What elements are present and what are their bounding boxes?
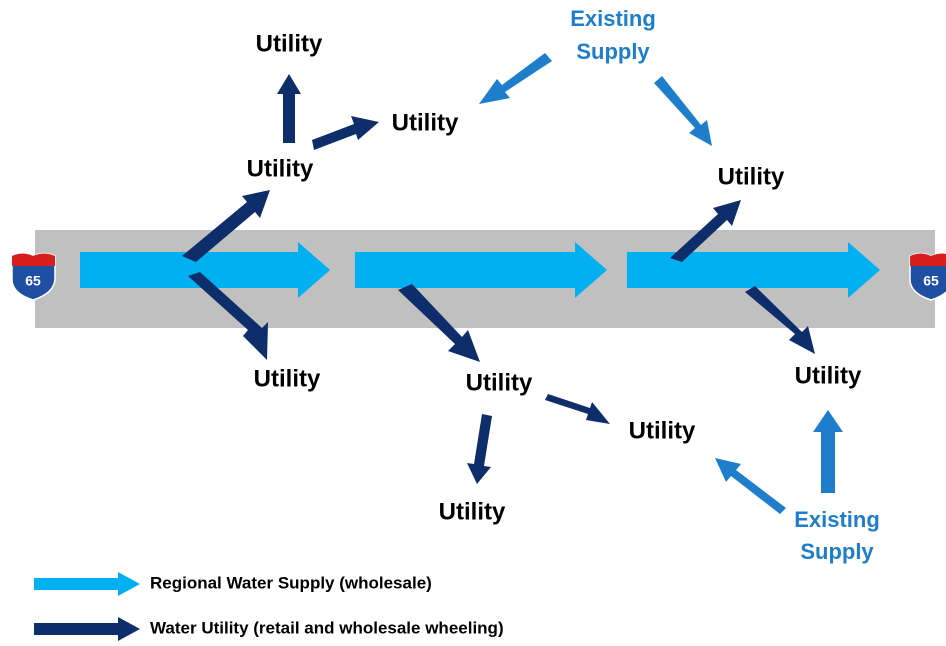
legend-utility-arrow-icon [34,617,140,641]
utility-arrow-left-mid-to-center-top [312,116,379,150]
utility-arrow-center-bottom-to-right-mid [545,394,610,424]
regional-supply-arrow-3 [627,242,880,298]
legend-regional-arrow-icon [34,572,140,596]
interstate-shield-right-icon: 65 [909,252,946,301]
utility-label-center-far-bottom: Utility [439,498,506,525]
regional-supply-arrow-2 [355,242,607,298]
existing-supply-top-line2: Supply [576,39,650,64]
utility-arrow-corridor-to-right-top [670,200,741,262]
utility-arrow-left-mid-to-top-left [277,74,301,143]
interstate-shield-left-icon: 65 [11,252,56,301]
existing-supply-arrow-bottom-to-mid [715,458,786,514]
regional-supply-arrow-1 [80,242,330,298]
utility-label-right-bottom: Utility [795,362,862,389]
utility-label-center-bottom: Utility [466,369,533,396]
existing-supply-top-line1: Existing [570,6,656,31]
utility-arrow-corridor-to-center-bottom [398,284,480,362]
legend-utility-label: Water Utility (retail and wholesale whee… [150,618,504,637]
existing-supply-arrow-bottom-to-right [813,410,843,493]
legend-regional-label: Regional Water Supply (wholesale) [150,573,432,592]
utility-label-center-top: Utility [392,109,459,136]
utility-label-right-top: Utility [718,163,785,190]
legend: Regional Water Supply (wholesale) Water … [34,572,504,641]
existing-supply-arrow-top-to-right [654,76,712,146]
utility-arrow-center-bottom-to-far-bottom [467,414,492,484]
existing-supply-arrow-top-to-center [479,53,552,104]
utility-label-left-bottom: Utility [254,365,321,392]
existing-supply-bottom-line1: Existing [794,507,880,532]
utility-label-right-mid-bottom: Utility [629,417,696,444]
existing-supply-bottom-line2: Supply [800,539,874,564]
utility-label-left-mid: Utility [247,155,314,182]
interstate-number-right: 65 [923,273,939,289]
utility-arrow-corridor-to-left-mid [182,190,270,262]
interstate-number-left: 65 [25,273,41,289]
utility-label-top-left: Utility [256,30,323,57]
utility-arrow-corridor-to-left-bottom [188,272,268,360]
utility-arrow-corridor-to-right-bottom [745,286,815,354]
